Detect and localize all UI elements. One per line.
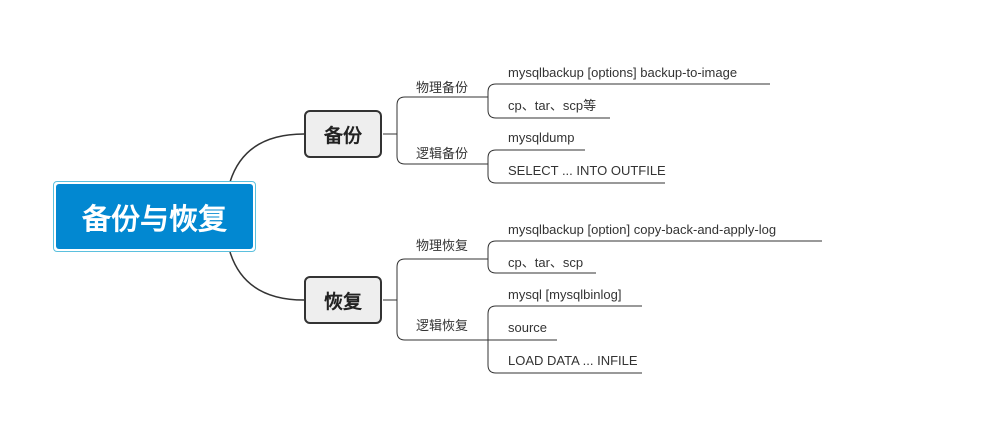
- connector-backup-physical: [383, 96, 470, 135]
- connector-logic-backup-leaves: [470, 149, 665, 184]
- connector-restore-physical: [383, 258, 470, 301]
- connector-root-restore: [229, 251, 305, 301]
- connector-phys-restore-leaves: [470, 240, 822, 274]
- leaf-load-data-infile[interactable]: LOAD DATA ... INFILE: [508, 353, 638, 368]
- topic-restore-label: 恢复: [323, 290, 362, 313]
- subtopic-logical-restore[interactable]: 逻辑恢复: [416, 319, 469, 334]
- subtopic-physical-backup[interactable]: 物理备份: [416, 81, 469, 96]
- topic-backup[interactable]: 备份: [304, 110, 382, 158]
- leaf-cp-tar-scp-backup[interactable]: cp、tar、scp等: [508, 98, 597, 113]
- leaf-mysql-mysqlbinlog[interactable]: mysql [mysqlbinlog]: [508, 287, 622, 302]
- root-label: 备份与恢复: [56, 184, 253, 249]
- leaf-mysqlbackup-copy-back[interactable]: mysqlbackup [option] copy-back-and-apply…: [508, 222, 777, 237]
- leaf-select-into-outfile[interactable]: SELECT ... INTO OUTFILE: [508, 163, 666, 178]
- connector-logic-restore-leaves: [470, 305, 642, 374]
- connector-restore-logical: [396, 300, 470, 341]
- connector-phys-backup-leaves: [470, 83, 770, 119]
- leaf-cp-tar-scp-restore[interactable]: cp、tar、scp: [508, 255, 584, 270]
- subtopic-logical-backup[interactable]: 逻辑备份: [416, 147, 469, 162]
- connector-backup-logical: [396, 134, 470, 165]
- connector-root-backup: [229, 133, 305, 183]
- topic-restore[interactable]: 恢复: [304, 276, 382, 324]
- leaf-mysqldump[interactable]: mysqldump: [508, 130, 575, 145]
- topic-backup-label: 备份: [323, 124, 362, 147]
- leaf-mysqlbackup-image[interactable]: mysqlbackup [options] backup-to-image: [508, 65, 738, 80]
- subtopic-physical-restore[interactable]: 物理恢复: [416, 239, 469, 254]
- leaf-source[interactable]: source: [508, 320, 548, 335]
- root-node[interactable]: 备份与恢复: [53, 181, 256, 252]
